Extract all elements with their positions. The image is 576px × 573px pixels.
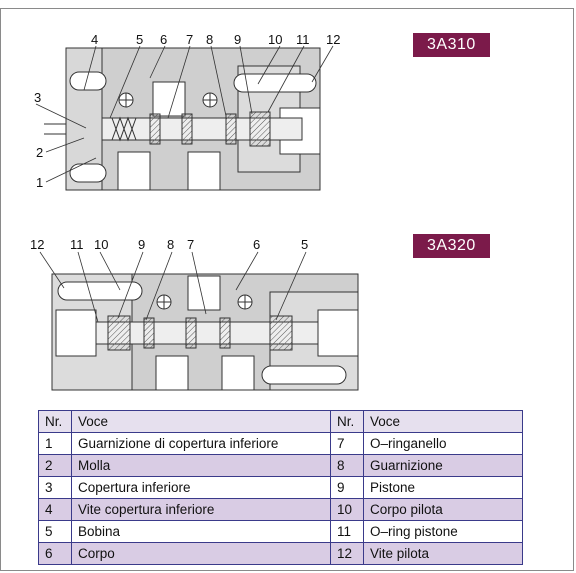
valve-3a320-drawing	[51, 273, 359, 391]
pilot-screw	[57, 281, 143, 301]
callout-label: 9	[138, 237, 145, 252]
cell-voce: Pistone	[363, 476, 523, 499]
callout-label: 12	[326, 32, 340, 47]
callout-label: 2	[36, 145, 43, 160]
cell-nr: 8	[330, 454, 364, 477]
table-row: 5 Bobina 11 O–ring pistone	[38, 520, 523, 543]
callout-label: 1	[36, 175, 43, 190]
cell-nr: 2	[38, 454, 72, 477]
callout-label: 10	[268, 32, 282, 47]
callout-label: 5	[136, 32, 143, 47]
valve-3a310-drawing	[44, 47, 321, 191]
cell-nr: 12	[330, 542, 364, 565]
callout-labels-3a320: 12 11 10 9 8 7 6 5	[30, 237, 308, 252]
cell-voce: O–ring pistone	[363, 520, 523, 543]
table-row: 2 Molla 8 Guarnizione	[38, 454, 523, 477]
callout-label: 5	[301, 237, 308, 252]
table-row: 6 Corpo 12 Vite pilota	[38, 542, 523, 565]
callout-label: 4	[91, 32, 98, 47]
pilot-screw	[233, 73, 317, 93]
cell-voce: Guarnizione di copertura inferiore	[71, 432, 331, 455]
callout-label: 6	[253, 237, 260, 252]
col-header-voce: Voce	[71, 410, 331, 433]
callout-label: 11	[70, 237, 84, 252]
piston	[249, 111, 271, 147]
callout-label: 11	[296, 32, 310, 47]
callout-labels-3a310: 4 5 6 7 8 9 10 11 12 3 2 1	[34, 32, 340, 190]
cell-voce: Molla	[71, 454, 331, 477]
col-header-nr: Nr.	[38, 410, 72, 433]
cell-voce: Copertura inferiore	[71, 476, 331, 499]
callout-label: 8	[167, 237, 174, 252]
cell-voce: Vite copertura inferiore	[71, 498, 331, 521]
callout-leaders-3a320	[39, 251, 307, 323]
col-header-nr: Nr.	[330, 410, 364, 433]
cell-nr: 5	[38, 520, 72, 543]
cell-nr: 6	[38, 542, 72, 565]
callout-leaders-3a310	[35, 45, 334, 183]
callout-label: 3	[34, 90, 41, 105]
cell-nr: 1	[38, 432, 72, 455]
model-badge-3a310: 3A310	[413, 33, 490, 57]
model-badge-3a320: 3A320	[413, 234, 490, 258]
cell-nr: 11	[330, 520, 364, 543]
table-row: 3 Copertura inferiore 9 Pistone	[38, 476, 523, 499]
cell-nr: 4	[38, 498, 72, 521]
lower-cover-screw	[69, 71, 107, 91]
cell-nr: 7	[330, 432, 364, 455]
col-header-voce: Voce	[363, 410, 523, 433]
parts-legend-table: Nr. Voce Nr. Voce 1 Guarnizione di coper…	[38, 410, 523, 565]
cell-voce: Corpo	[71, 542, 331, 565]
cell-nr: 9	[330, 476, 364, 499]
cell-voce: Bobina	[71, 520, 331, 543]
callout-label: 8	[206, 32, 213, 47]
callout-label: 7	[186, 32, 193, 47]
callout-label: 9	[234, 32, 241, 47]
table-header-row: Nr. Voce Nr. Voce	[38, 410, 523, 433]
cell-voce: Vite pilota	[363, 542, 523, 565]
callout-label: 7	[187, 237, 194, 252]
callout-label: 12	[30, 237, 44, 252]
cell-nr: 3	[38, 476, 72, 499]
cell-voce: O–ringanello	[363, 432, 523, 455]
callout-label: 10	[94, 237, 108, 252]
table-row: 4 Vite copertura inferiore 10 Corpo pilo…	[38, 498, 523, 521]
cell-voce: Corpo pilota	[363, 498, 523, 521]
table-row: 1 Guarnizione di copertura inferiore 7 O…	[38, 432, 523, 455]
cell-voce: Guarnizione	[363, 454, 523, 477]
cell-nr: 10	[330, 498, 364, 521]
callout-label: 6	[160, 32, 167, 47]
